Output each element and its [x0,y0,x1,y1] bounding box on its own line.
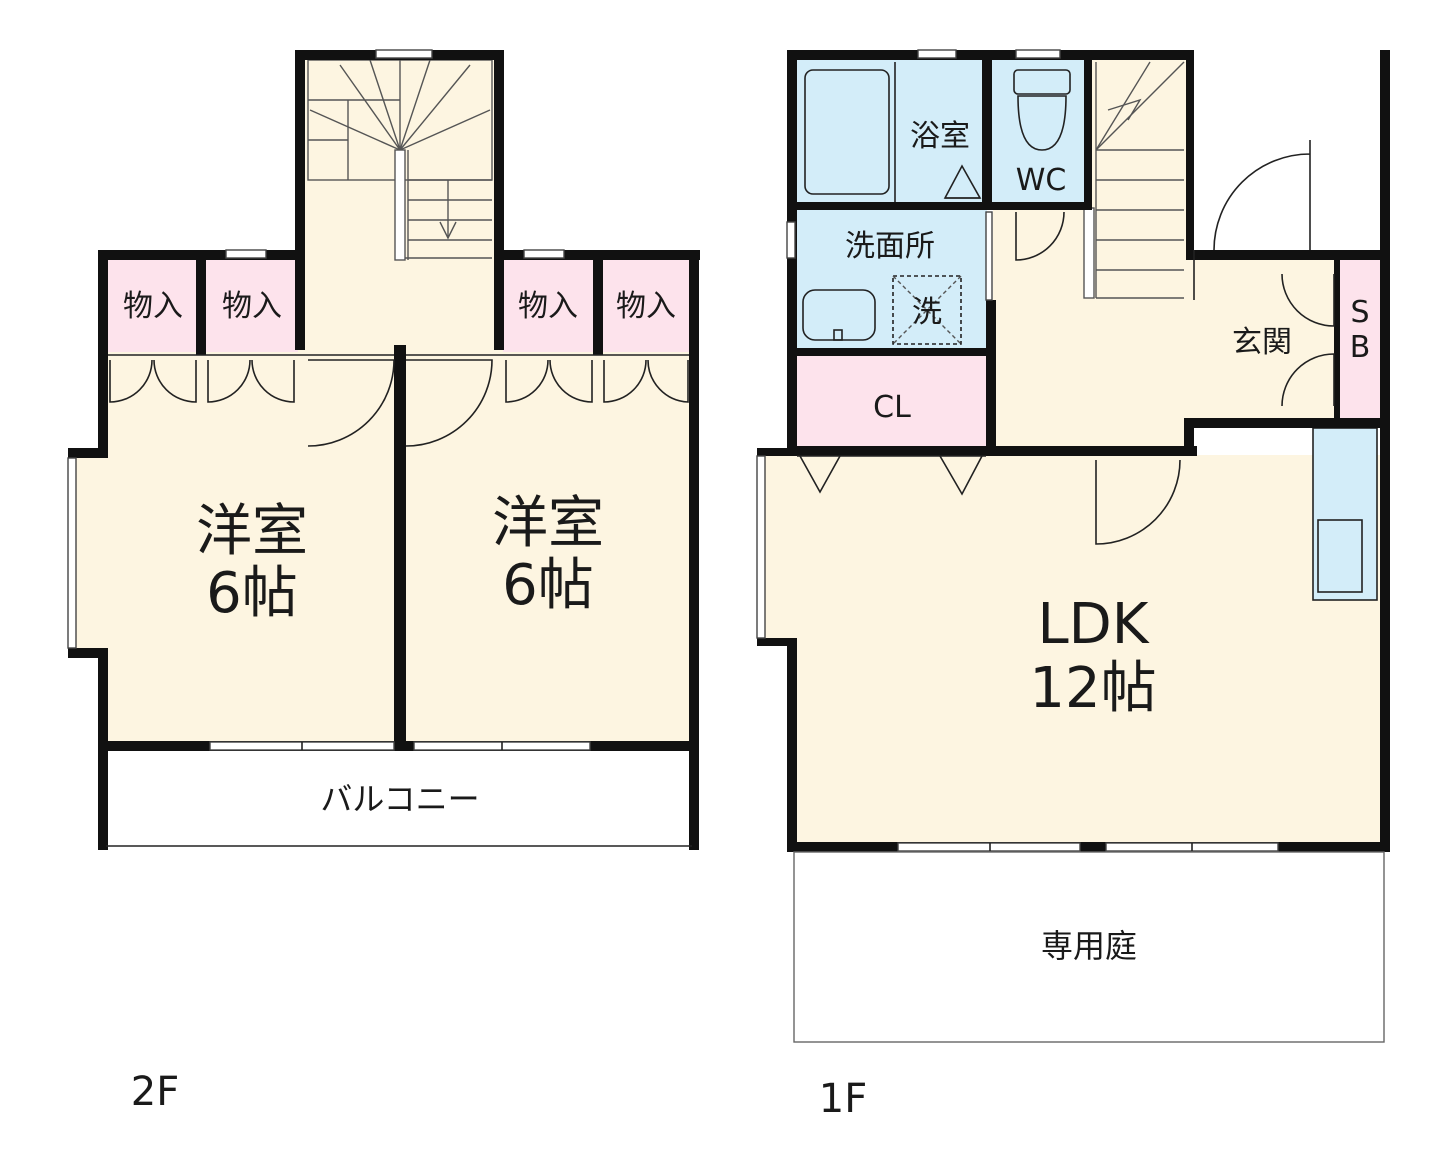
western-right-name: 洋室 [492,491,604,556]
room-western-left-fill [106,350,396,745]
floor-1f: 浴室 WC 洗面所 洗 CL 玄関 SB LDK 12帖 専用庭 1F [756,49,1390,1122]
wall-2f [98,250,108,455]
door-swings-1f [797,140,1335,545]
bay-window-fill [76,455,108,651]
wall-1f [982,50,992,210]
wall-1f [1186,50,1194,260]
garden-area [793,851,1385,1043]
storage-4-fill [602,258,690,352]
wall-1f [797,348,987,356]
toilet-icon [1013,69,1071,151]
wall-1f [1186,250,1386,260]
wall-1f [1334,258,1340,418]
wall-2f [593,250,603,355]
balcony-label: バルコニー [320,780,479,818]
wall-1f [797,202,1087,210]
ldk-bay-fill [764,455,798,640]
washer-space-icon [892,275,962,345]
window-1f-wc [1015,49,1061,59]
wall-1f [986,300,996,455]
wall-2f [68,648,108,658]
wall-2f [98,741,699,751]
door-swings-2f [108,354,689,447]
wall-1f [1380,50,1390,850]
wall-1f [787,842,1390,852]
washroom-fill [797,210,987,350]
wall-2f [68,448,108,458]
window-2f-storage3 [523,249,565,259]
storage-1-fill [106,258,201,352]
closet-label: CL [873,390,911,425]
floor-2f-label: 2F [131,1069,179,1115]
washer-diagonal [892,275,962,345]
window-2f-storage2 [225,249,267,259]
sb-fill [1340,258,1380,418]
wc-label: WC [1016,163,1067,198]
window-2f-bay [67,457,77,649]
window-1f-wash-partition [985,211,993,301]
washer-label: 洗 [912,295,942,330]
wall-2f [689,250,699,850]
western-left-size: 6帖 [206,561,298,626]
ldk-size: 12帖 [1029,656,1156,721]
floor-1f-label: 1F [819,1076,867,1122]
closet-fill [797,356,987,450]
faucet-icon [833,329,843,341]
wall-2f [494,50,504,350]
sb-label: SB [1343,295,1378,365]
room-western-right-fill [401,350,691,745]
wall-2f [295,50,305,350]
ldk-name: LDK [1037,592,1149,657]
western-right-size: 6帖 [502,553,594,618]
storage-3-fill [503,258,597,352]
storage-3-label: 物入 [518,289,578,324]
kitchen-sink-icon [1317,519,1363,593]
balcony-fill [106,752,692,844]
storage-4-label: 物入 [616,289,676,324]
wall-1f [1184,418,1194,456]
kitchen-fill [1313,428,1377,600]
wall-1f [787,446,1197,456]
wall-2f [394,345,406,750]
bath-label: 浴室 [910,119,970,154]
ldk-fill [795,455,1383,842]
window-2f-top [375,49,433,59]
washroom-label: 洗面所 [845,229,935,264]
bathtub-icon [804,69,890,195]
wall-1f [1184,418,1384,428]
floor-2f: 物入 物入 物入 物入 洋室 6帖 洋室 6帖 バルコニー 2F [67,49,700,1115]
wall-1f [757,448,797,456]
window-1f-bath [917,49,957,59]
washer-diagonal [892,275,962,345]
western-left-name: 洋室 [196,499,308,564]
entrance-label: 玄関 [1232,325,1292,360]
staircase-2f [307,59,493,261]
staircase-1f [1083,61,1185,299]
wall-1f [757,638,797,646]
storage-2-label: 物入 [222,289,282,324]
wall-1f [787,640,797,850]
window-1f-south-left [897,842,1081,852]
garden-label: 専用庭 [1041,927,1137,965]
window-1f-bay [756,455,766,639]
storage-2-fill [206,258,298,352]
window-1f-washroom [786,221,796,259]
wall-2f [196,250,206,355]
entrance-fill [1188,258,1338,418]
storage-1-label: 物入 [123,289,183,324]
wall-1f [1084,50,1092,210]
wc-fill [992,60,1084,206]
